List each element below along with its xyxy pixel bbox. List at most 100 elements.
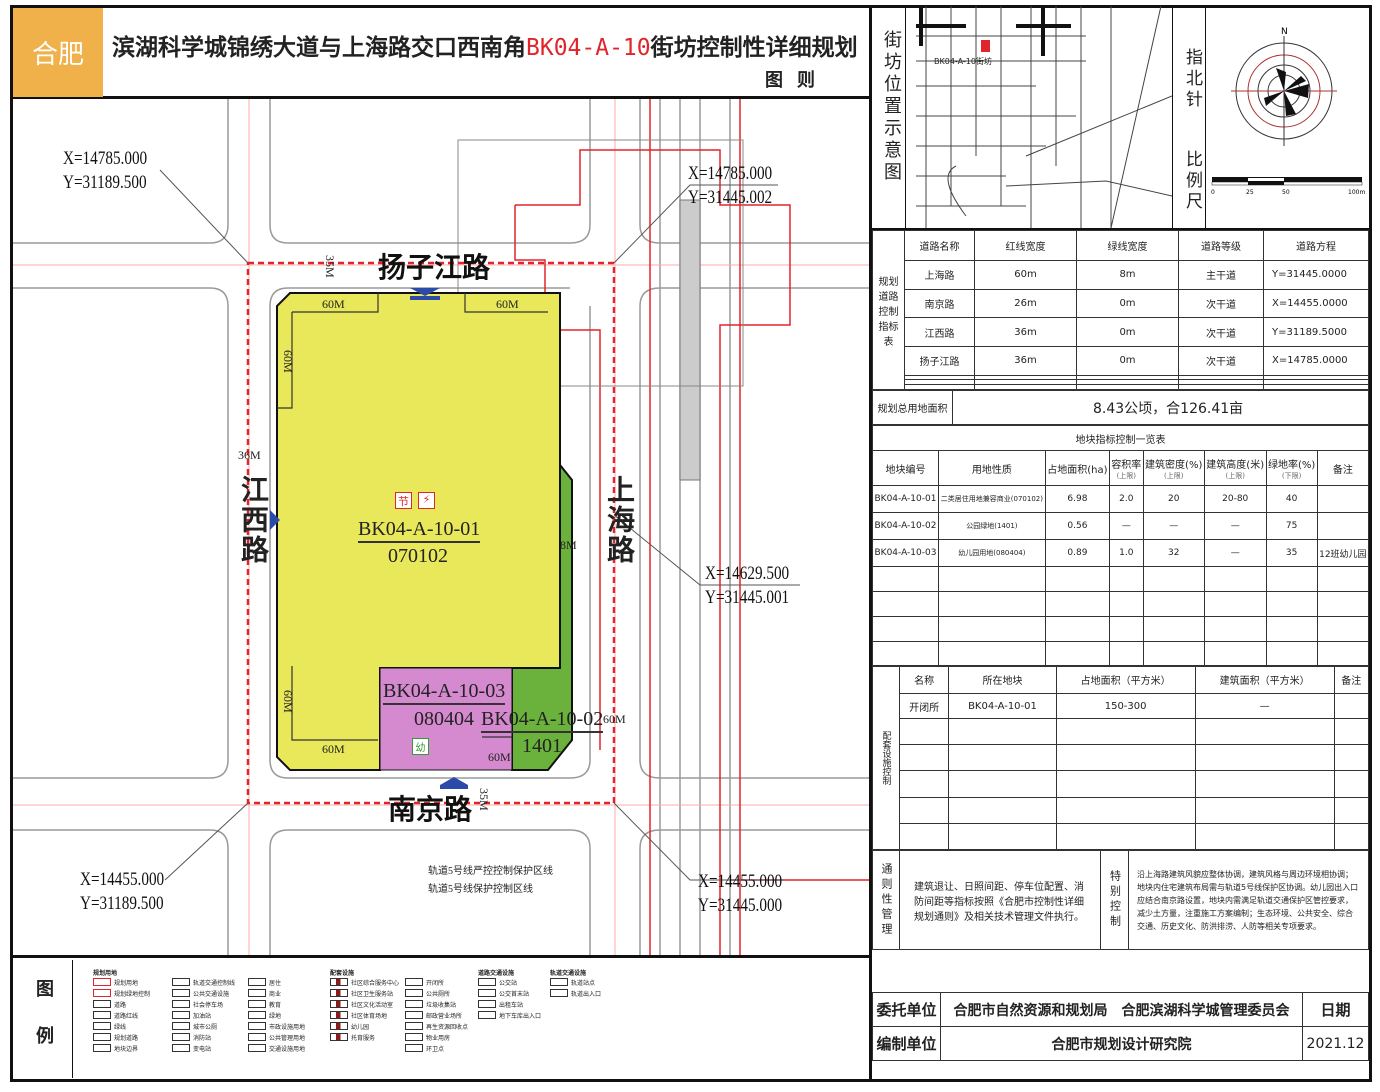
legend-item: 公交首末站 xyxy=(478,988,541,998)
header-sub: (下限) xyxy=(1281,471,1302,480)
legend-item: 变电站 xyxy=(172,1043,235,1053)
column-header: 道路方程 xyxy=(1263,230,1369,261)
legend-item: 轨道站点 xyxy=(550,977,601,987)
legend-group: 轨道交通设施轨道站点轨道出入口 xyxy=(550,968,601,999)
legend-label: 城市公厕 xyxy=(193,1023,218,1031)
legend-swatch xyxy=(248,1000,266,1008)
column-header: 道路等级 xyxy=(1178,230,1264,261)
legend-swatch xyxy=(330,1022,348,1030)
legend-label: 邮政营业场所 xyxy=(426,1012,463,1020)
title-code: BK04-A-10 xyxy=(526,35,651,61)
legend-item: 公共厕所 xyxy=(405,988,468,998)
facility-side-label: 配套设施控制 xyxy=(872,665,900,850)
legend-item: 交通设施用地 xyxy=(248,1043,305,1053)
table-cell: 2.0 xyxy=(1109,485,1144,513)
legend-item: 地下车库出入口 xyxy=(478,1010,541,1020)
legend-label: 规划用地 xyxy=(114,979,139,987)
legend-swatch xyxy=(405,1000,423,1008)
title-prefix: 滨湖科学城锦绣大道与上海路交口西南角 xyxy=(112,35,526,61)
plot-code-01: BK04-A-10-01 xyxy=(358,518,481,543)
legend-title: 例 xyxy=(36,1026,54,1047)
legend-label: 轨道站点 xyxy=(571,979,596,987)
legend-item: 城市公厕 xyxy=(172,1021,235,1031)
legend-label: 规划道路 xyxy=(114,1034,139,1042)
table-cell: 0m xyxy=(1076,345,1179,376)
legend-label: 公交站 xyxy=(499,979,518,987)
table-cell: 8m xyxy=(1076,260,1179,290)
table-cell: 32 xyxy=(1142,539,1205,567)
table-cell xyxy=(1316,512,1370,540)
guidance-table: 通则性管理 建筑退让、日照间距、停车位配置、消防间距等指标按照《合肥市控制性详细… xyxy=(872,850,1369,950)
header-text: 建筑高度(米) xyxy=(1206,459,1265,471)
column-header: 地块编号 xyxy=(872,450,939,486)
legend-label: 道路 xyxy=(114,1001,127,1009)
north-label: N xyxy=(1281,27,1288,37)
legend-item: 物业用房 xyxy=(405,1032,468,1042)
legend-group: 配套设施社区综合服务中心社区卫生服务站社区文化活动室社区体育场地幼儿园托育服务 xyxy=(330,968,399,1043)
header-text: 备注 xyxy=(1332,464,1353,476)
guidance-label: 通则性管理 xyxy=(872,850,900,950)
legend-label: 社区卫生服务站 xyxy=(351,990,394,998)
column-header: 建筑密度(%)(上限) xyxy=(1142,450,1205,486)
divider xyxy=(1205,5,1206,228)
legend-swatch xyxy=(478,978,496,986)
table-cell: 20-80 xyxy=(1203,485,1267,513)
setback-label: 35M xyxy=(323,255,337,278)
legend-label: 社会停车场 xyxy=(193,1001,224,1009)
legend-label: 社区体育场地 xyxy=(351,1012,388,1020)
date-label: 日期 xyxy=(1302,992,1369,1027)
legend-swatch xyxy=(478,1000,496,1008)
legend-label: 交通设施用地 xyxy=(269,1045,306,1053)
table-cell: 75 xyxy=(1265,512,1318,540)
table-cell: 0m xyxy=(1076,317,1179,347)
legend-item: 再生资源回收点 xyxy=(405,1021,468,1031)
divider xyxy=(10,955,870,958)
legend-label: 社区文化活动室 xyxy=(351,1001,394,1009)
legend-swatch xyxy=(93,1000,111,1008)
setback-label: 60M xyxy=(603,712,626,726)
compass-label: 指北针 xyxy=(1182,48,1202,111)
legend-swatch xyxy=(550,989,568,997)
drawing-frame xyxy=(10,5,1372,1082)
plot-landuse-01: 070102 xyxy=(388,545,448,567)
author-label: 编制单位 xyxy=(872,1026,941,1061)
legend-swatch xyxy=(248,1033,266,1041)
table-cell: — xyxy=(1109,512,1144,540)
client: 合肥市自然资源和规划局 合肥滨湖科学城管理委员会 xyxy=(940,992,1303,1027)
legend-swatch xyxy=(550,978,568,986)
legend-swatch xyxy=(93,978,111,986)
legend-swatch xyxy=(248,978,266,986)
column-header: 占地面积(ha) xyxy=(1044,450,1111,486)
legend-label: 地下车库出入口 xyxy=(499,1012,542,1020)
site-marker xyxy=(981,40,990,52)
block-control-table: 地块指标控制一览表地块编号用地性质占地面积(ha)容积率(上限)建筑密度(%)(… xyxy=(872,425,1370,667)
setback-label: 35M xyxy=(477,788,491,811)
legend-label: 轨道出入口 xyxy=(571,990,602,998)
subtitle: 图则 xyxy=(765,70,829,91)
setback-label: 60M xyxy=(281,690,295,713)
divider xyxy=(10,96,870,99)
legend-label: 居住 xyxy=(269,979,282,987)
table-cell: 0.89 xyxy=(1044,539,1111,567)
legend-item: 垃圾收集站 xyxy=(405,999,468,1009)
table-cell: 36m xyxy=(974,345,1077,376)
legend-label: 再生资源回收点 xyxy=(426,1023,469,1031)
legend-swatch xyxy=(172,1011,190,1019)
legend-group: 开闭所公共厕所垃圾收集站邮政营业场所再生资源回收点物业用房环卫点 xyxy=(405,968,468,1054)
table-cell: 35 xyxy=(1265,539,1318,567)
legend-item: 轨道出入口 xyxy=(550,988,601,998)
legend-item: 社区卫生服务站 xyxy=(330,988,399,998)
scale-tick: 0 xyxy=(1211,189,1215,196)
legend-swatch xyxy=(330,1033,348,1041)
header-sub: (上限) xyxy=(1225,471,1245,480)
header-text: 绿地率(%) xyxy=(1267,459,1316,471)
legend-item: 环卫点 xyxy=(405,1043,468,1053)
column-header: 占地面积（平方米） xyxy=(1055,665,1196,694)
table-cell: 6.98 xyxy=(1044,485,1111,513)
